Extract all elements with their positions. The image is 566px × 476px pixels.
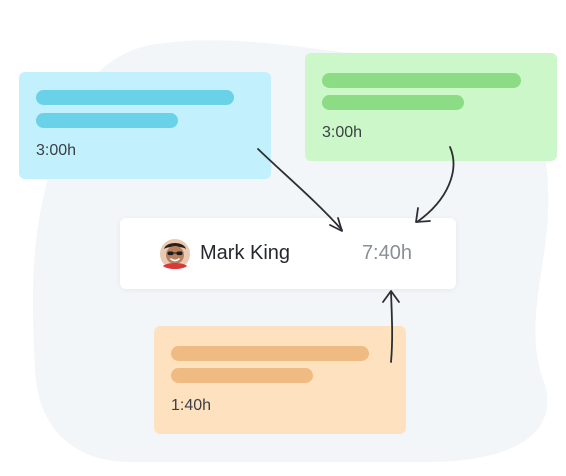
time-entry-card-green[interactable]: 3:00h [305, 53, 557, 161]
time-entry-card-blue[interactable]: 3:00h [19, 72, 271, 179]
user-name: Mark King [200, 242, 291, 264]
entry-duration: 1:40h [171, 397, 212, 414]
total-duration: 7:40h [361, 242, 412, 264]
user-avatar-icon [160, 239, 190, 269]
entry-duration: 3:00h [322, 124, 363, 141]
entry-duration: 3:00h [36, 142, 77, 159]
placeholder-bar [322, 95, 464, 110]
placeholder-bar [171, 368, 313, 383]
placeholder-bar [322, 73, 521, 88]
placeholder-bar [171, 346, 369, 361]
summary-card[interactable]: Mark King 7:40h [120, 218, 456, 289]
placeholder-bar [36, 90, 234, 105]
placeholder-bar [36, 113, 178, 128]
time-entry-card-orange[interactable]: 1:40h [154, 326, 406, 434]
